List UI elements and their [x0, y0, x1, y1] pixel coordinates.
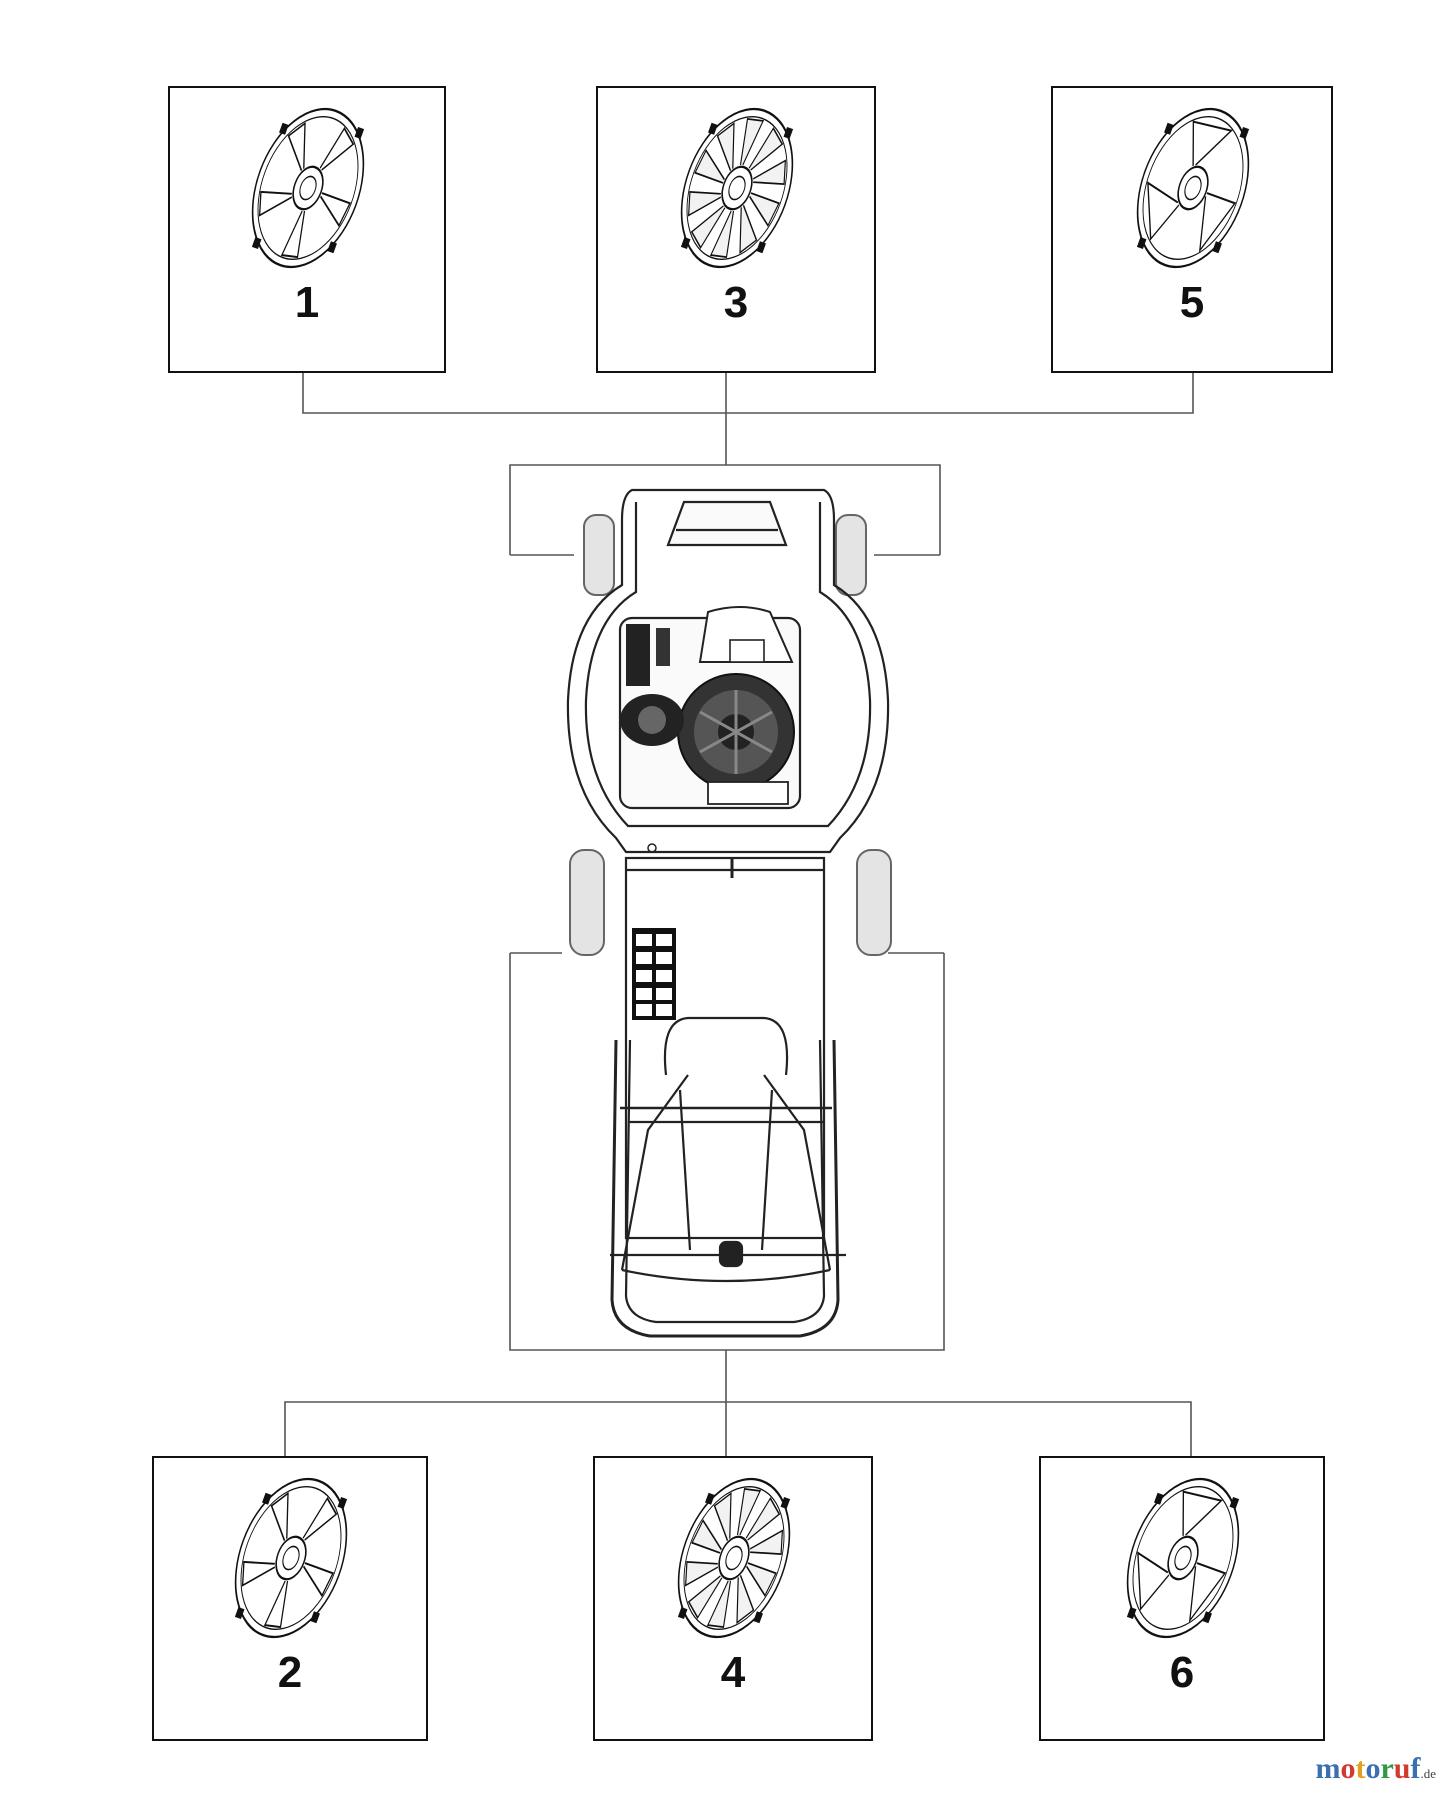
part-number: 4	[720, 1648, 746, 1697]
logo-letters: motoruf	[1315, 1752, 1421, 1785]
part-box-2[interactable]: 2	[152, 1456, 428, 1741]
grass-catcher	[610, 856, 846, 1338]
hubcap-icon	[251, 107, 365, 269]
part-number: 1	[294, 278, 320, 327]
connector-lines	[284, 373, 1194, 1456]
part-number: 6	[1169, 1648, 1195, 1697]
part-number: 2	[277, 1648, 303, 1697]
logo-suffix: .de	[1420, 1766, 1436, 1781]
front-right-wheel	[835, 514, 867, 596]
rear-left-wheel	[569, 849, 605, 956]
engine	[618, 606, 802, 853]
hubcap-icon	[1136, 107, 1250, 269]
front-left-wheel	[583, 514, 615, 596]
part-number: 3	[723, 278, 749, 327]
warning-labels	[632, 928, 676, 1020]
part-box-5[interactable]: 5	[1051, 86, 1333, 373]
rear-right-wheel	[856, 849, 892, 956]
motoruf-logo: motoruf.de	[1315, 1752, 1436, 1786]
part-box-1[interactable]: 1	[168, 86, 446, 373]
part-box-4[interactable]: 4	[593, 1456, 873, 1741]
part-number: 5	[1179, 278, 1205, 327]
hubcap-icon	[234, 1477, 348, 1639]
mower-deck	[566, 488, 890, 854]
part-box-3[interactable]: 3	[596, 86, 876, 373]
hubcap-icon	[677, 1477, 791, 1639]
wheel-positions	[569, 514, 892, 956]
hubcap-icon	[680, 107, 794, 269]
part-box-6[interactable]: 6	[1039, 1456, 1325, 1741]
hubcap-icon	[1126, 1477, 1240, 1639]
